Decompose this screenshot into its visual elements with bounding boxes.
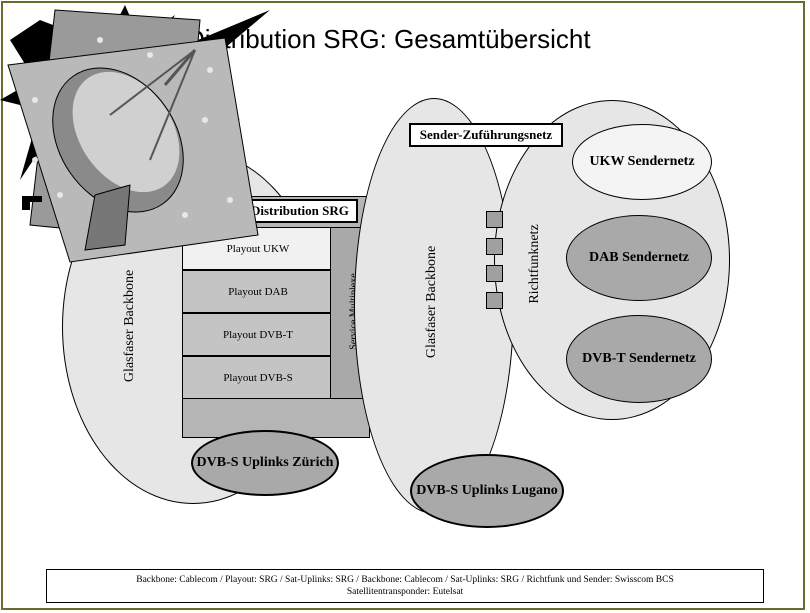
connector-square bbox=[486, 265, 503, 282]
dab-sendernetz: DAB Sendernetz bbox=[566, 215, 712, 301]
playout-dab: Playout DAB bbox=[182, 270, 334, 313]
left-backbone-label: Glasfaser Backbone bbox=[122, 269, 137, 383]
page-title: Distribution SRG: Gesamtübersicht bbox=[186, 24, 591, 54]
satellite-dish-icon bbox=[0, 5, 270, 263]
footer-line-2: Satellitentransponder: Eutelsat bbox=[346, 587, 464, 597]
dvb-t-sendernetz: DVB-T Sendernetz bbox=[566, 315, 712, 403]
playout-dvb-s: Playout DVB-S bbox=[182, 356, 334, 399]
playout-dvb-t: Playout DVB-T bbox=[182, 313, 334, 356]
middle-backbone-label: Glasfaser Backbone bbox=[424, 245, 439, 359]
dish-stand-shape bbox=[84, 184, 131, 251]
sender-zufuhrung-label: Sender-Zuführungsnetz bbox=[409, 123, 563, 147]
uplinks-lugano: DVB-S Uplinks Lugano bbox=[410, 454, 564, 528]
ukw-sendernetz: UKW Sendernetz bbox=[572, 124, 712, 200]
connector-square bbox=[486, 292, 503, 309]
footer-note: Backbone: Cablecom / Playout: SRG / Sat-… bbox=[46, 569, 764, 603]
footer-line-1: Backbone: Cablecom / Playout: SRG / Sat-… bbox=[136, 575, 674, 585]
connector-square bbox=[486, 211, 503, 228]
uplinks-zurich: DVB-S Uplinks Zürich bbox=[191, 430, 339, 496]
richtfunk-label: Richtfunknetz bbox=[527, 224, 542, 304]
connector-square bbox=[486, 238, 503, 255]
